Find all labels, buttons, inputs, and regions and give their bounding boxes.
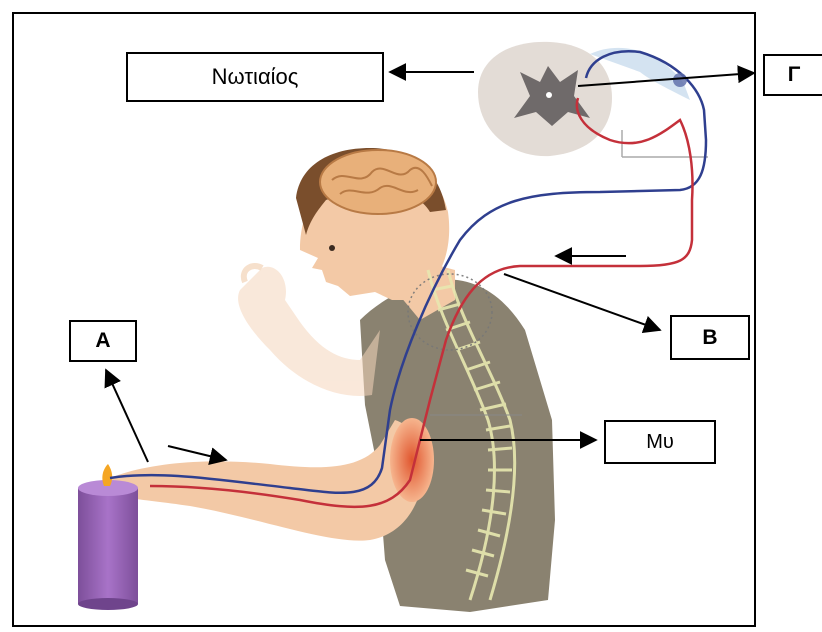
muscle-label: Μυ: [604, 420, 716, 464]
alpha-label: Α: [69, 320, 137, 362]
spinal-cord-label: Νωτιαίος: [126, 52, 384, 102]
gamma-label: Γ: [763, 54, 822, 96]
beta-label: Β: [670, 315, 750, 360]
